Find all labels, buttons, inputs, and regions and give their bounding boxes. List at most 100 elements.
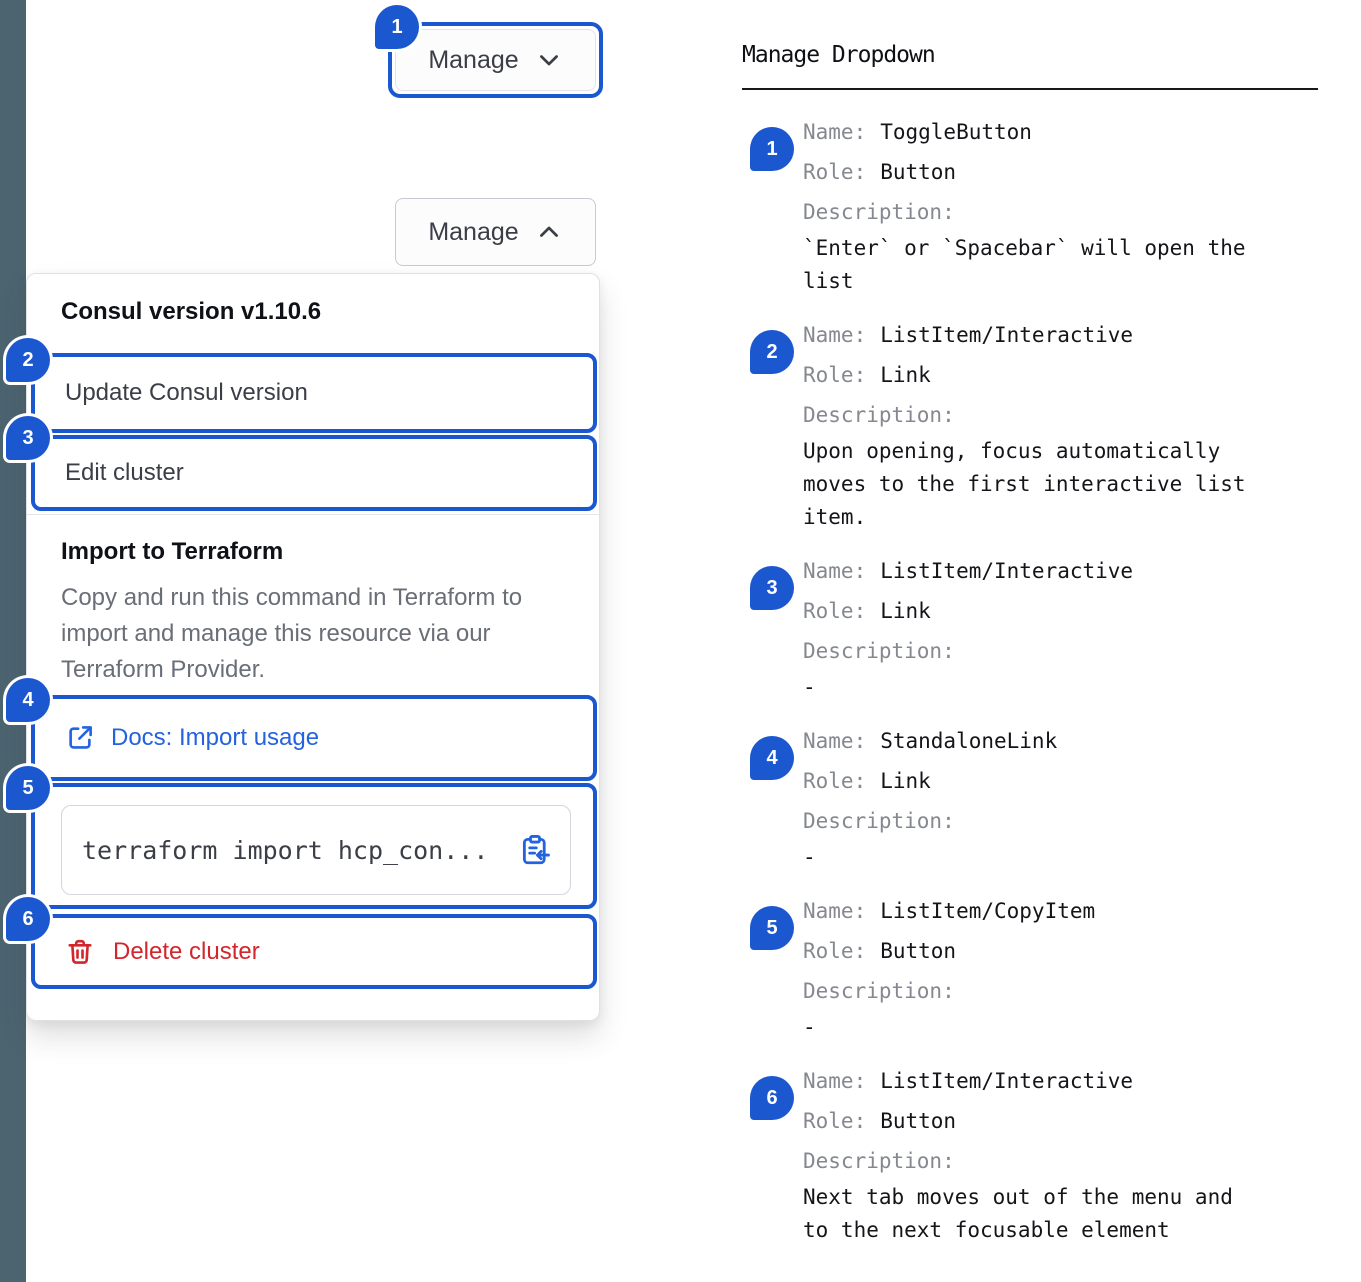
annotation-badge-4: 4 xyxy=(750,736,794,780)
menu-item-delete-cluster[interactable]: Delete cluster xyxy=(31,914,597,989)
menu-item-docs-import-usage[interactable]: Docs: Import usage xyxy=(31,695,597,781)
trash-icon xyxy=(65,937,95,967)
annotation-badge-6: 6 xyxy=(6,897,50,941)
manage-toggle-label-open: Manage xyxy=(428,217,519,246)
manage-toggle-button-open[interactable]: Manage xyxy=(395,198,596,266)
name-label: Name: xyxy=(803,559,867,583)
manage-dropdown-menu: Consul version v1.10.6 Update Consul ver… xyxy=(26,273,600,1021)
delete-cluster-item: Delete cluster xyxy=(65,937,260,967)
description-value: `Enter` or `Spacebar` will open the list xyxy=(803,236,1246,293)
spec-row: Description: xyxy=(803,971,1342,1011)
name-value: ListItem/Interactive xyxy=(880,1069,1134,1093)
spec-row: Role: Button xyxy=(803,1101,1342,1141)
role-label: Role: xyxy=(803,363,867,387)
docs-link-label: Docs: Import usage xyxy=(111,724,320,751)
spec-row: Description: xyxy=(803,192,1342,232)
menu-item-edit-cluster[interactable]: Edit cluster xyxy=(31,435,597,511)
menu-item-label: Edit cluster xyxy=(65,459,184,486)
chevron-down-icon xyxy=(535,46,563,74)
consul-version-label: Consul version v1.10.6 xyxy=(61,298,322,325)
description-label: Description: xyxy=(803,639,955,663)
spec-row: Name: StandaloneLink xyxy=(803,721,1342,761)
menu-item-update-consul-version[interactable]: Update Consul version xyxy=(31,353,597,433)
name-value: StandaloneLink xyxy=(880,729,1058,753)
role-label: Role: xyxy=(803,160,867,184)
manage-toggle-focus-ring: Manage xyxy=(388,22,603,98)
role-value: Link xyxy=(880,599,931,623)
name-value: ListItem/CopyItem xyxy=(880,899,1096,923)
annotation-badge-3: 3 xyxy=(750,566,794,610)
spec-row: Role: Link xyxy=(803,355,1342,395)
spec-row: Name: ListItem/Interactive xyxy=(803,315,1342,355)
description-label: Description: xyxy=(803,979,955,1003)
manage-toggle-button-closed[interactable]: Manage xyxy=(395,29,596,91)
annotation-badge-5: 5 xyxy=(6,766,50,810)
spec-title: Manage Dropdown xyxy=(742,42,936,68)
name-value: ListItem/Interactive xyxy=(880,559,1134,583)
name-value: ListItem/Interactive xyxy=(880,323,1134,347)
delete-cluster-label: Delete cluster xyxy=(113,937,260,965)
description-value: - xyxy=(803,1015,816,1039)
spec-row: Description: xyxy=(803,1141,1342,1181)
description-label: Description: xyxy=(803,809,955,833)
name-label: Name: xyxy=(803,899,867,923)
role-value: Button xyxy=(880,939,957,963)
annotation-badge-1: 1 xyxy=(750,127,794,171)
spec-row: Description: xyxy=(803,395,1342,435)
annotation-badge-2: 2 xyxy=(6,338,50,382)
docs-import-usage-link[interactable]: Docs: Import usage xyxy=(65,723,319,753)
annotation-badge-6: 6 xyxy=(750,1076,794,1120)
spec-row: Name: ListItem/CopyItem xyxy=(803,891,1342,931)
spec-row: Role: Link xyxy=(803,591,1342,631)
terraform-section-title: Import to Terraform xyxy=(61,538,284,565)
description-value: - xyxy=(803,845,816,869)
name-value: ToggleButton xyxy=(880,120,1032,144)
description-value: Next tab moves out of the menu and to th… xyxy=(803,1185,1233,1242)
name-label: Name: xyxy=(803,729,867,753)
name-label: Name: xyxy=(803,120,867,144)
role-value: Button xyxy=(880,1109,957,1133)
spec-row: Role: Button xyxy=(803,931,1342,971)
chevron-up-icon xyxy=(535,218,563,246)
copy-snippet-icon[interactable] xyxy=(518,833,552,867)
role-label: Role: xyxy=(803,599,867,623)
spec-row: Description: xyxy=(803,631,1342,671)
description-value: - xyxy=(803,675,816,699)
name-label: Name: xyxy=(803,323,867,347)
spec-row: Role: Link xyxy=(803,761,1342,801)
annotation-badge-3: 3 xyxy=(6,416,50,460)
terraform-command-box: terraform import hcp_con... xyxy=(61,805,571,895)
spec-row: Name: ToggleButton xyxy=(803,112,1342,152)
role-label: Role: xyxy=(803,939,867,963)
role-value: Link xyxy=(880,363,931,387)
menu-divider xyxy=(27,514,599,515)
annotation-badge-5: 5 xyxy=(750,906,794,950)
role-label: Role: xyxy=(803,1109,867,1133)
description-value: Upon opening, focus automatically moves … xyxy=(803,439,1246,529)
annotation-badge-2: 2 xyxy=(750,330,794,374)
role-label: Role: xyxy=(803,769,867,793)
role-value: Link xyxy=(880,769,931,793)
spec-row: Role:Button xyxy=(803,152,1342,192)
description-label: Description: xyxy=(803,1149,955,1173)
description-label: Description: xyxy=(803,403,955,427)
annotation-badge-1: 1 xyxy=(375,5,419,49)
annotation-badge-4: 4 xyxy=(6,678,50,722)
spec-row: Description: xyxy=(803,801,1342,841)
terraform-command-text: terraform import hcp_con... xyxy=(82,835,489,865)
name-label: Name: xyxy=(803,1069,867,1093)
menu-item-copy-command: terraform import hcp_con... xyxy=(31,783,597,909)
menu-item-label: Update Consul version xyxy=(65,379,308,406)
